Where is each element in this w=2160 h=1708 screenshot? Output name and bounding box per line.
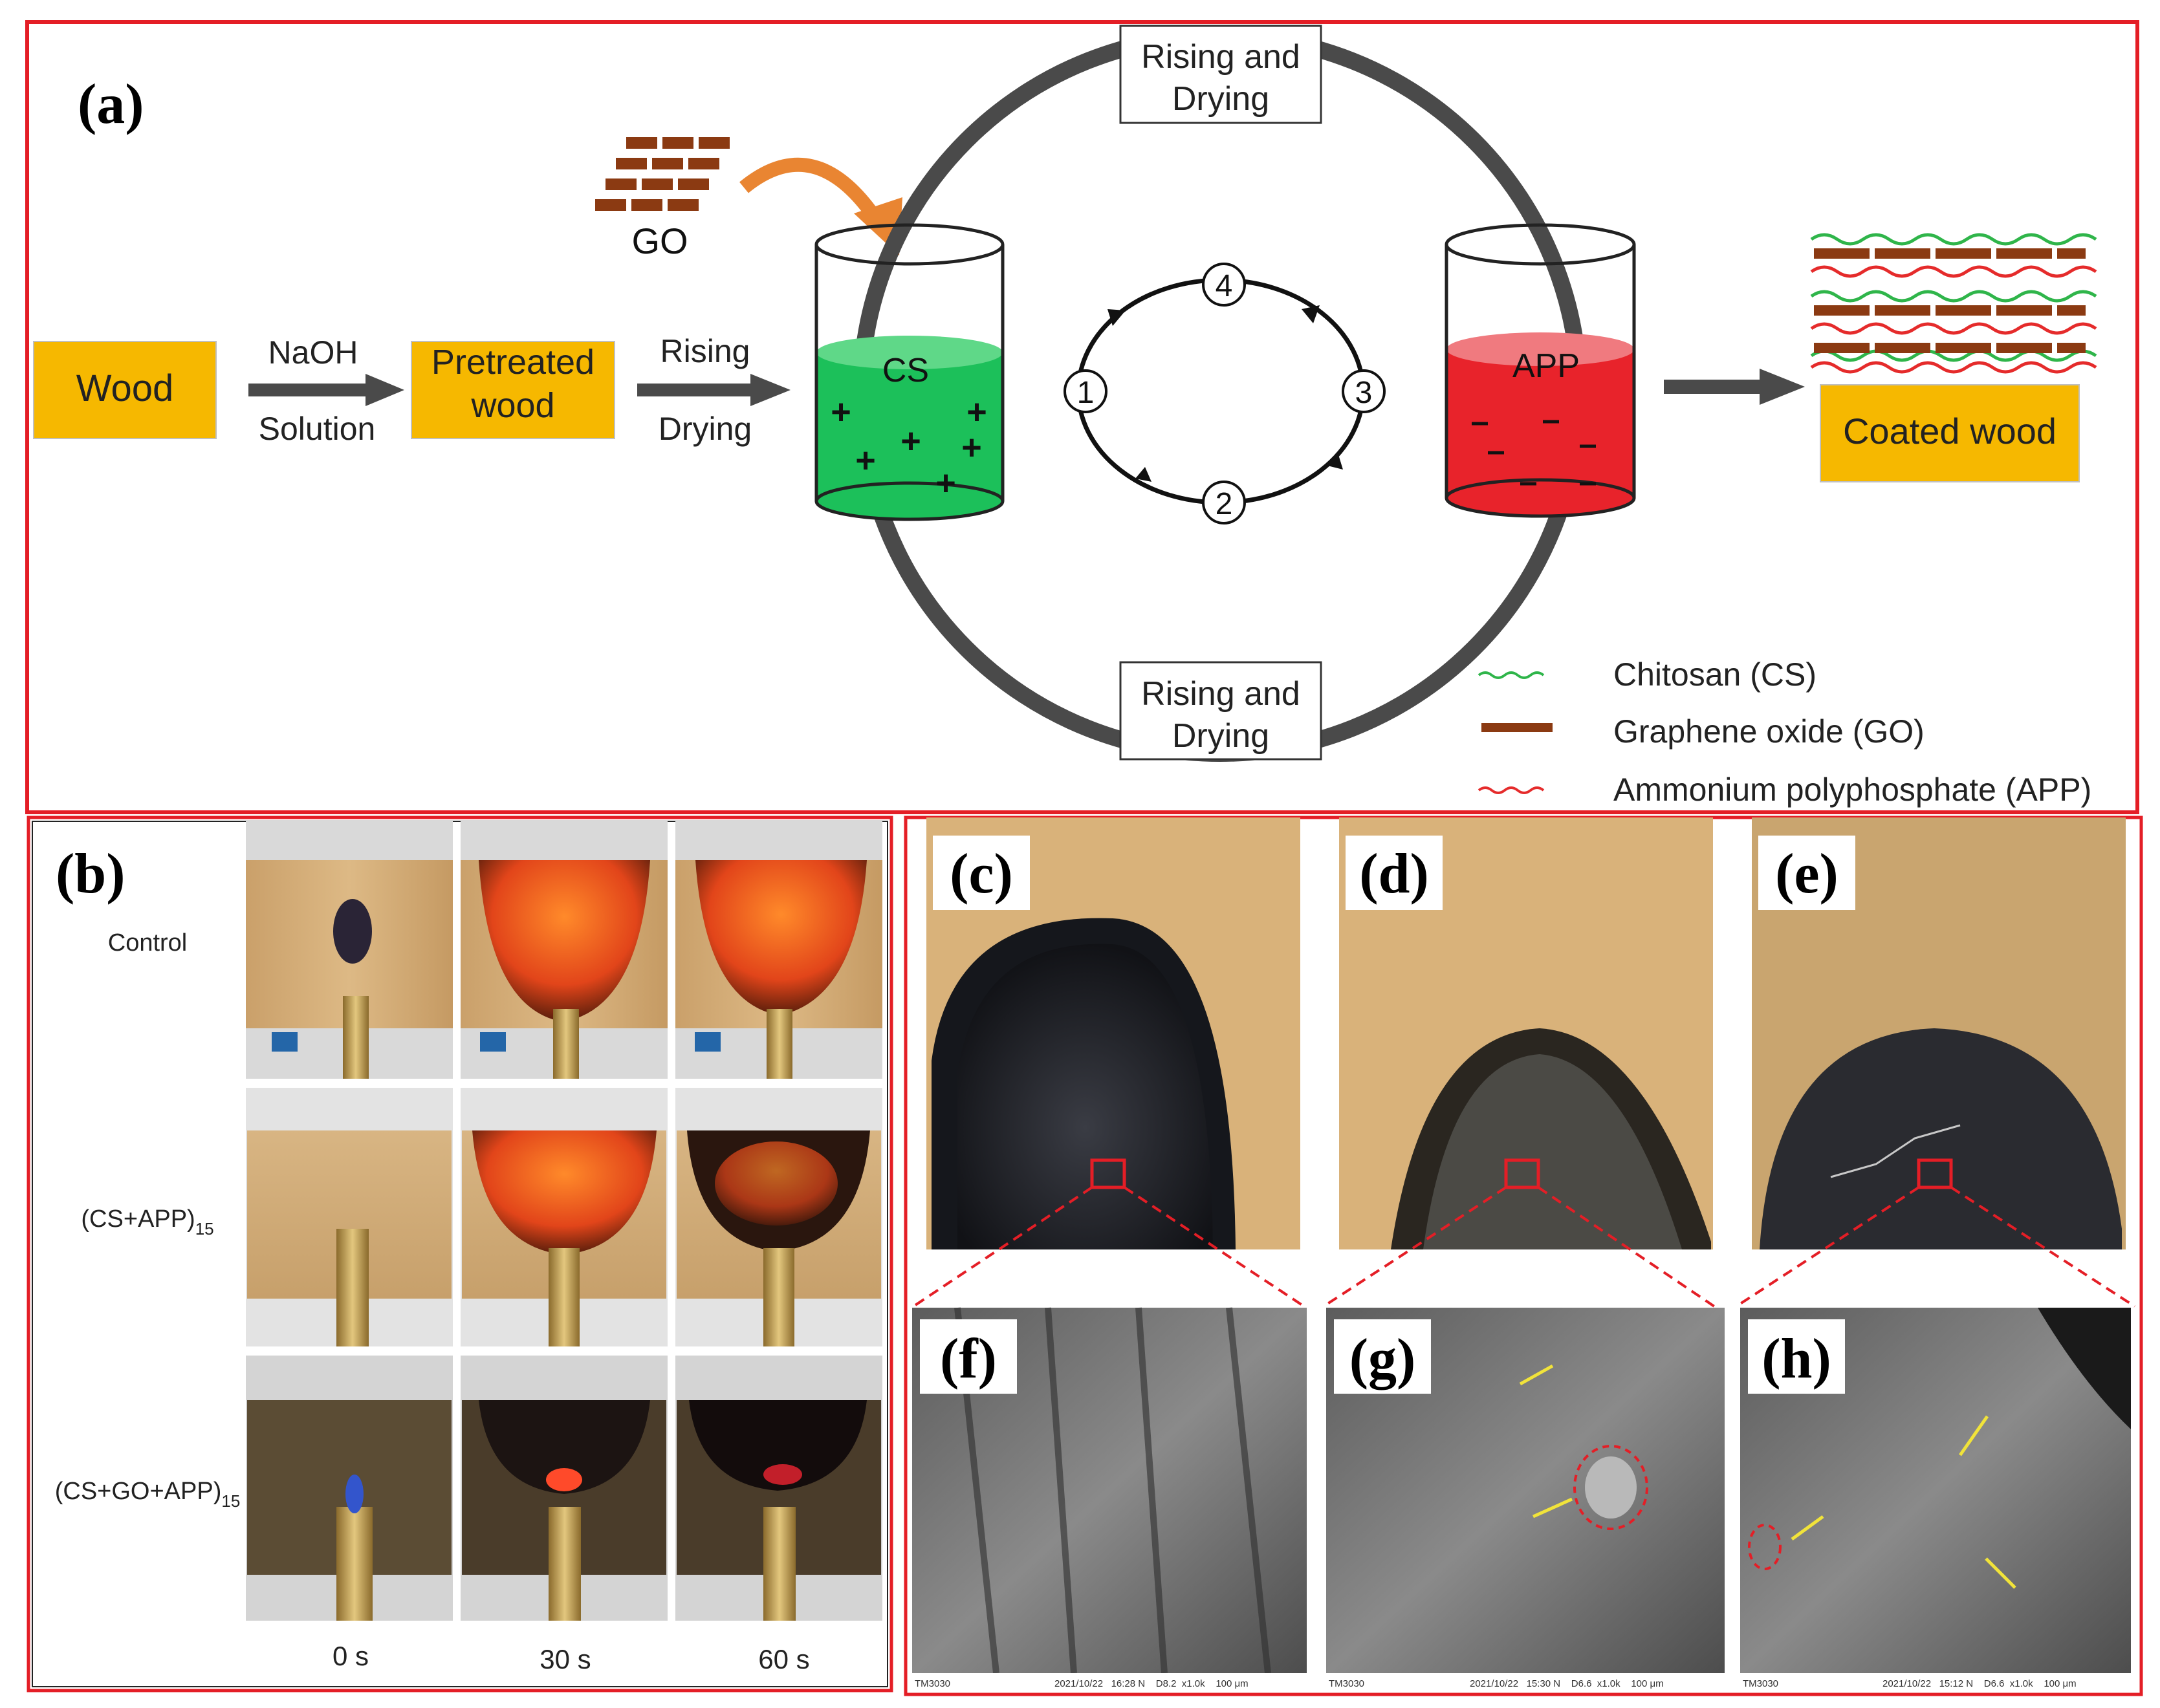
label-h: (h) bbox=[1762, 1328, 1831, 1390]
zoom-lines bbox=[912, 1186, 2136, 1308]
top-rising-drying-1: Rising and bbox=[1141, 38, 1300, 76]
cycle-step-markers bbox=[1064, 263, 1386, 524]
step-4: 4 bbox=[1216, 269, 1233, 303]
wood-text: Wood bbox=[76, 367, 173, 409]
photo-control-60s bbox=[675, 820, 882, 1079]
svg-text:+: + bbox=[966, 393, 987, 431]
bottom-rising-drying-box bbox=[1119, 661, 1322, 761]
step-1: 1 bbox=[1077, 376, 1095, 410]
sem-f bbox=[912, 1307, 1307, 1690]
legend-go-icon bbox=[1481, 723, 1553, 732]
legend-app-icon bbox=[1478, 786, 1545, 794]
svg-text:+: + bbox=[900, 422, 921, 460]
photo-cs-go-app-30s bbox=[461, 1356, 668, 1621]
coating-layers-icon bbox=[1810, 233, 2097, 374]
photo-control-30s bbox=[461, 820, 668, 1079]
pretreated-wood-box bbox=[411, 341, 615, 439]
solution-label: Solution bbox=[259, 411, 376, 447]
top-rising-drying-2: Drying bbox=[1172, 80, 1269, 118]
panel-b-frame bbox=[27, 816, 893, 1692]
burn-photo-grid bbox=[246, 820, 882, 1621]
cycle-arrowheads bbox=[1107, 305, 1343, 482]
sem-h-info: 2021/10/22 15:12 N D6.6 x1.0k 100 μm bbox=[1882, 1678, 2077, 1689]
go-label: GO bbox=[631, 221, 688, 261]
pretreated-text-1: Pretreated bbox=[431, 343, 595, 382]
svg-text:+: + bbox=[961, 428, 982, 467]
step-2: 2 bbox=[1216, 487, 1233, 521]
label-f: (f) bbox=[940, 1328, 997, 1390]
panel-b-label: (b) bbox=[56, 843, 125, 905]
legend-go: Graphene oxide (GO) bbox=[1613, 713, 1925, 750]
drying-label: Drying bbox=[659, 411, 752, 447]
legend-cs-icon bbox=[1478, 671, 1545, 679]
photo-cs-go-app-0s bbox=[246, 1356, 453, 1621]
sem-f-id: TM3030 bbox=[915, 1678, 950, 1689]
svg-text:+: + bbox=[831, 393, 851, 431]
photo-control-0s bbox=[246, 820, 453, 1079]
time-label-60s: 60 s bbox=[758, 1644, 809, 1674]
bottom-rising-drying-1: Rising and bbox=[1141, 675, 1300, 713]
sem-g-info: 2021/10/22 15:30 N D6.6 x1.0k 100 μm bbox=[1470, 1678, 1664, 1689]
panel-b-inner-frame bbox=[32, 821, 888, 1687]
panel-a-frame bbox=[25, 20, 2139, 814]
go-add-arrow bbox=[739, 157, 883, 224]
pretreated-text-2: wood bbox=[470, 386, 554, 425]
go-sheets-icon bbox=[595, 137, 730, 211]
rising-label: Rising bbox=[660, 333, 750, 369]
svg-text:+: + bbox=[855, 441, 876, 480]
photo-cs-app-60s bbox=[675, 1088, 882, 1346]
cs-beaker: ++ ++ ++ bbox=[814, 223, 1005, 521]
app-beaker bbox=[1445, 223, 1636, 518]
app-label: APP bbox=[1512, 347, 1580, 385]
legend-app: Ammonium polyphosphate (APP) bbox=[1613, 772, 2091, 808]
row-label-cs-go-app: (CS+GO+APP)15 bbox=[55, 1478, 241, 1511]
cs-label: CS bbox=[882, 352, 929, 389]
row-label-cs-app: (CS+APP)15 bbox=[81, 1205, 213, 1238]
coated-wood-text: Coated wood bbox=[1843, 411, 2056, 451]
sem-h bbox=[1740, 1308, 2131, 1690]
photo-cs-app-30s bbox=[461, 1088, 668, 1346]
bottom-rising-drying-2: Drying bbox=[1172, 717, 1269, 755]
sem-g-id: TM3030 bbox=[1329, 1678, 1364, 1689]
label-d: (d) bbox=[1359, 843, 1429, 905]
sem-f-info: 2021/10/22 16:28 N D8.2 x1.0k 100 μm bbox=[1054, 1678, 1249, 1689]
sem-h-id: TM3030 bbox=[1743, 1678, 1778, 1689]
top-rising-drying-box bbox=[1119, 25, 1322, 124]
row-label-control: Control bbox=[108, 929, 188, 957]
legend-cs: Chitosan (CS) bbox=[1613, 656, 1816, 693]
photo-cs-go-app-60s bbox=[675, 1356, 882, 1621]
naoh-label: NaOH bbox=[268, 334, 358, 371]
panel-a-label: (a) bbox=[78, 73, 144, 136]
wood-box bbox=[33, 341, 217, 439]
svg-text:+: + bbox=[935, 464, 956, 503]
step-3: 3 bbox=[1355, 376, 1373, 410]
time-label-30s: 30 s bbox=[540, 1644, 591, 1674]
label-e: (e) bbox=[1775, 843, 1838, 905]
label-g: (g) bbox=[1349, 1328, 1416, 1390]
time-label-0s: 0 s bbox=[333, 1641, 369, 1671]
label-c: (c) bbox=[950, 843, 1013, 905]
coated-wood-box bbox=[1820, 384, 2080, 482]
photo-e bbox=[1752, 817, 2126, 1249]
photo-cs-app-0s bbox=[246, 1088, 453, 1346]
